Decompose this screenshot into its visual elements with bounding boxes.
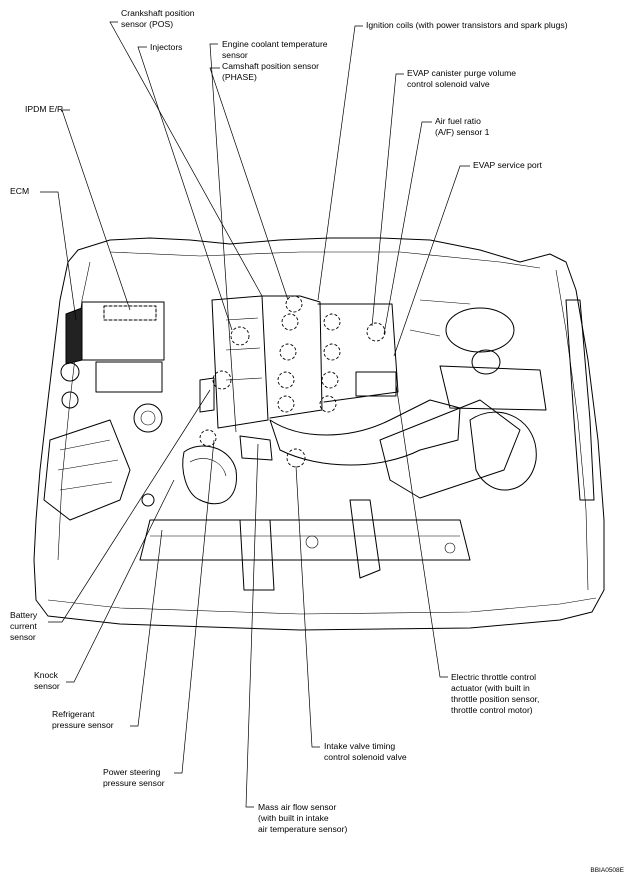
evap-service-port-label: EVAP service port	[473, 160, 542, 171]
label-line: Power steering	[103, 767, 161, 777]
label-line: throttle control motor)	[451, 705, 533, 715]
label-line: sensor	[10, 632, 36, 642]
label-line: sensor (POS)	[121, 19, 174, 29]
injectors-label: Injectors	[150, 42, 182, 53]
intake-valve-timing-solenoid-label: Intake valve timing control solenoid val…	[324, 741, 407, 763]
label-line: (with built in intake	[258, 813, 329, 823]
label-line: Ignition coils (with power transistors a…	[366, 20, 568, 30]
battery-area	[43, 301, 165, 521]
label-line: control solenoid valve	[324, 752, 407, 762]
label-line: actuator (with built in	[451, 683, 530, 693]
label-line: pressure sensor	[52, 720, 114, 730]
ipdm-er-label: IPDM E/R	[25, 104, 63, 115]
label-line: Refrigerant	[52, 709, 95, 719]
figure-code: BBIA0508E	[590, 867, 624, 874]
power-steering-pressure-sensor-label: Power steering pressure sensor	[103, 767, 165, 789]
label-line: (A/F) sensor 1	[435, 127, 490, 137]
label-line: current	[10, 621, 37, 631]
label-line: control solenoid valve	[407, 79, 490, 89]
label-line: Air fuel ratio	[435, 116, 481, 126]
engine-coolant-temperature-sensor-label: Engine coolant temperature sensor Camsha…	[222, 39, 328, 83]
label-line: EVAP canister purge volume	[407, 68, 517, 78]
label-line: Camshaft position sensor	[222, 61, 319, 71]
crankshaft-position-sensor-label: Crankshaft position sensor (POS)	[121, 8, 195, 30]
label-line: Knock	[34, 670, 58, 680]
label-line: sensor	[34, 681, 60, 691]
leader-lines	[40, 21, 470, 808]
label-line: Electric throttle control	[451, 672, 537, 682]
label-line: EVAP service port	[473, 160, 542, 170]
air-fuel-ratio-sensor-label: Air fuel ratio (A/F) sensor 1	[435, 116, 489, 138]
label-line: Engine coolant temperature	[222, 39, 328, 49]
label-line: Battery	[10, 610, 38, 620]
label-line: throttle position sensor,	[451, 694, 540, 704]
vehicle-body-outline	[33, 237, 605, 631]
mass-air-flow-sensor-label: Mass air flow sensor (with built in inta…	[258, 802, 347, 835]
label-line: sensor	[222, 50, 248, 60]
knock-sensor-label: Knock sensor	[34, 670, 60, 692]
label-line: air temperature sensor)	[258, 824, 348, 834]
sensor-markers	[199, 295, 386, 468]
front-crossmember	[139, 499, 471, 591]
label-line: pressure sensor	[103, 778, 165, 788]
label-line: IPDM E/R	[25, 104, 64, 114]
label-line: ECM	[10, 186, 30, 196]
engine-block	[182, 295, 547, 505]
battery-current-sensor-label: Battery current sensor	[10, 610, 37, 643]
label-line: (PHASE)	[222, 72, 257, 82]
ignition-coils-label: Ignition coils (with power transistors a…	[366, 20, 568, 31]
ecm-label: ECM	[10, 186, 29, 197]
evap-canister-purge-valve-label: EVAP canister purge volume control solen…	[407, 68, 516, 90]
refrigerant-pressure-sensor-label: Refrigerant pressure sensor	[52, 709, 114, 731]
electric-throttle-control-actuator-label: Electric throttle control actuator (with…	[451, 672, 539, 716]
label-line: Injectors	[150, 42, 183, 52]
label-line: Crankshaft position	[121, 8, 195, 18]
label-line: Intake valve timing	[324, 741, 396, 751]
label-line: Mass air flow sensor	[258, 802, 337, 812]
